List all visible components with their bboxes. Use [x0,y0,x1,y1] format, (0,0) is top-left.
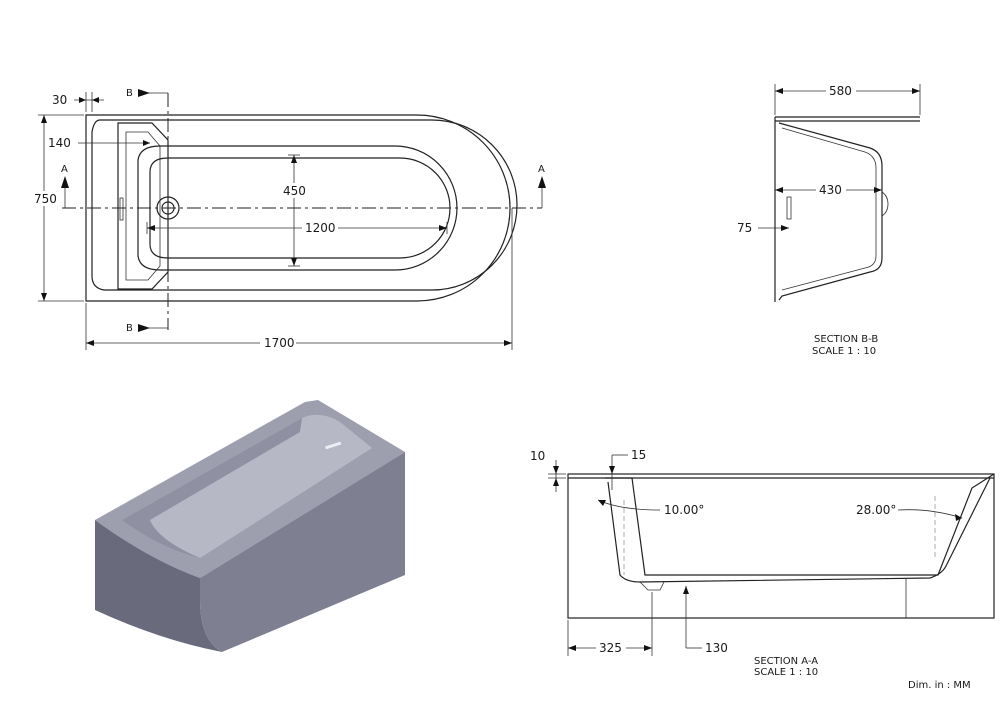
dim-inner-width: 450 [283,184,306,198]
section-a-scale: SCALE 1 : 10 [754,667,818,678]
plan-basin-outer [137,145,458,271]
dim-length: 1700 [264,336,295,350]
overflow-slot-section [786,196,792,220]
section-a-arrow-right [538,176,546,188]
section-a-arrow-left [61,176,69,188]
section-a-label-right: A [538,164,545,175]
section-b-label-bottom: B [126,323,133,334]
overflow-slot [119,197,124,221]
dim-head-angle: 10.00° [664,503,704,517]
section-b-scale: SCALE 1 : 10 [812,346,876,357]
tub-left-side [95,520,222,652]
dim-lip: 15 [631,448,646,462]
dim-waste-offset: 325 [599,641,622,655]
section-a-basin [607,477,991,583]
section-b-label-top: B [126,88,133,99]
isometric-view [95,400,405,652]
dim-floor-height: 130 [705,641,728,655]
dim-inner-length: 1200 [305,221,336,235]
plan-view: A A B B 30 140 750 [30,88,546,350]
dim-top-width: 580 [829,84,852,98]
section-b-caption: SECTION B-B [814,334,878,345]
section-a-label-left: A [61,164,68,175]
plan-inner-rim [91,119,518,291]
dim-end-deck: 140 [48,136,71,150]
section-a-caption: SECTION A-A [754,656,818,667]
section-b-profile [778,122,883,301]
plan-head-end [117,122,169,290]
tub-front-side [200,452,405,652]
plan-head-inner [125,131,161,281]
dim-waste-height: 75 [737,221,752,235]
dim-rim-thickness: 10 [530,449,545,463]
dim-foot-angle: 28.00° [856,503,896,517]
section-b-arrow-top [138,89,150,97]
section-a-profile [605,473,995,576]
section-a-view: 10 15 10.00° 28.00° 325 130 SECTION A-A … [530,448,995,678]
units-note: Dim. in : MM [908,680,971,691]
plan-basin-floor [149,157,451,259]
section-b-arrow-bottom [138,324,150,332]
tub-overflow-slot [325,441,342,450]
section-b-view: 580 430 75 SECTION B-B SCALE 1 : 10 [737,84,921,357]
dim-depth-width: 430 [819,183,842,197]
tub-basin-shadow [122,418,302,558]
dim-rim: 30 [52,93,67,107]
section-a-outer [567,473,995,619]
tub-basin [122,414,372,558]
dim-width: 750 [34,192,57,206]
